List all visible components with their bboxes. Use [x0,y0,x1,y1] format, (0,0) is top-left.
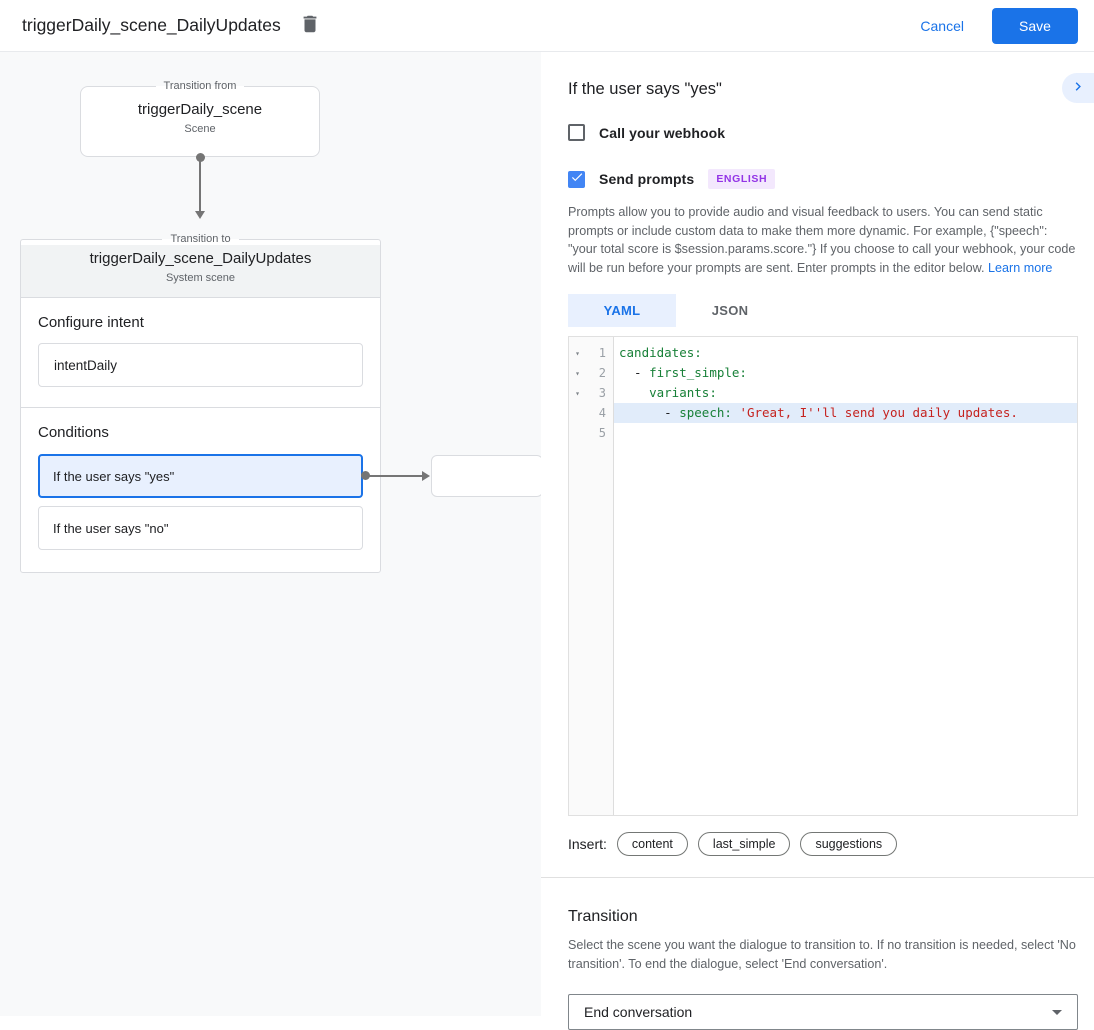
send-prompts-label: Send prompts [599,171,695,187]
section-divider [541,877,1094,878]
arrow-right-icon [422,471,430,481]
intent-value: intentDaily [54,357,118,373]
conditions-heading: Conditions [38,424,109,441]
scene-diagram-canvas[interactable]: Transition from triggerDaily_scene Scene… [0,52,541,1016]
code-line: - first_simple: [614,363,1077,383]
condition-item-label: If the user says "no" [53,520,169,536]
check-icon [570,170,584,189]
chevron-right-icon [1070,78,1087,98]
fold-arrow-icon[interactable]: ▾ [575,348,580,358]
to-scene-type: System scene [165,272,236,284]
configure-intent-heading: Configure intent [38,314,144,331]
prompts-description: Prompts allow you to provide audio and v… [568,203,1078,277]
insert-label: Insert: [568,836,607,852]
from-scene-type: Scene [184,123,216,135]
transition-description: Select the scene you want the dialogue t… [568,938,1076,971]
condition-item-label: If the user says "yes" [53,468,175,484]
code-segment: - [619,405,680,420]
cancel-button[interactable]: Cancel [920,17,964,34]
line-number: 3 [598,386,606,400]
code-segment: - [619,365,650,380]
delete-scene-button[interactable] [299,13,321,38]
condition-title: If the user says "yes" [568,80,722,98]
insert-row: Insert: content last_simple suggestions [568,832,1078,856]
gutter-row: ▾3 [569,383,613,403]
condition-editor-panel: If the user says "yes" Call your webhook… [541,52,1094,1030]
condition-item[interactable]: If the user says "yes" [38,454,363,498]
transition-to-node[interactable]: Transition to triggerDaily_scene_DailyUp… [20,233,381,573]
code-segment [619,385,649,400]
insert-chip-content[interactable]: content [616,832,688,856]
language-badge: ENGLISH [708,169,776,189]
transition-select-value: End conversation [584,1004,693,1020]
arrow-down-icon [195,211,205,219]
transition-heading: Transition [568,908,638,925]
code-segment: speech: [679,405,732,420]
line-number: 1 [598,346,606,360]
connector-dot-top [196,153,205,162]
gutter-row: 4 [569,403,613,423]
code-line: candidates: [614,343,1077,363]
to-scene-name: triggerDaily_scene_DailyUpdates [89,250,312,267]
transition-from-legend: Transition from [163,80,237,92]
line-number: 2 [598,366,606,380]
from-scene-name: triggerDaily_scene [137,101,263,118]
code-line: - speech: 'Great, I''ll send you daily u… [614,403,1077,423]
fold-arrow-icon[interactable]: ▾ [575,368,580,378]
dropdown-caret-icon [1052,1009,1062,1015]
code-line: variants: [614,383,1077,403]
code-line [614,423,1077,443]
conditions-list: If the user says "yes" If the user says "… [38,454,363,550]
transition-select[interactable]: End conversation [568,994,1078,1030]
send-prompts-row: Send prompts ENGLISH [568,169,1078,189]
scene-card-body: Configure intent intentDaily Conditions … [21,314,380,572]
prompts-description-text: Prompts allow you to provide audio and v… [568,205,1076,275]
insert-chip-last_simple[interactable]: last_simple [697,832,791,856]
collapse-panel-button[interactable] [1062,73,1094,103]
connector-line-vertical [199,161,201,211]
gutter-row: 5 [569,423,613,443]
scene-card-header: triggerDaily_scene_DailyUpdates System s… [21,245,380,298]
code-segment: variants: [649,385,717,400]
learn-more-link[interactable]: Learn more [988,260,1053,275]
insert-chip-suggestions[interactable]: suggestions [800,832,898,856]
code-segment: 'Great, I''ll send you daily updates. [739,405,1018,420]
gutter-row: ▾1 [569,343,613,363]
editor-code-area: candidates: - first_simple: variants: - … [614,337,1077,815]
page-title: triggerDaily_scene_DailyUpdates [22,15,281,35]
next-node-stub[interactable] [431,455,541,497]
transition-from-node[interactable]: Transition from triggerDaily_scene Scene [80,80,320,157]
line-number: 4 [598,406,606,420]
code-segment: first_simple: [649,365,747,380]
line-number: 5 [598,426,606,440]
card-divider [21,407,380,408]
transition-to-legend: Transition to [170,233,231,245]
editor-format-tabs: YAML JSON [568,294,1078,327]
trash-icon [299,13,321,38]
fold-arrow-icon[interactable]: ▾ [575,388,580,398]
header-bar: triggerDaily_scene_DailyUpdates Cancel S… [0,0,1094,52]
insert-chips: content last_simple suggestions [616,832,907,856]
webhook-label: Call your webhook [599,124,726,141]
connector-dot-right [361,471,370,480]
webhook-row: Call your webhook [568,124,1078,141]
save-button[interactable]: Save [992,7,1078,44]
tab-yaml[interactable]: YAML [568,294,676,327]
intent-field[interactable]: intentDaily [38,343,363,387]
connector-line-horizontal [369,475,424,477]
code-segment: candidates: [619,345,702,360]
condition-item[interactable]: If the user says "no" [38,506,363,550]
gutter-row: ▾2 [569,363,613,383]
send-prompts-checkbox[interactable] [568,170,585,189]
tab-json[interactable]: JSON [711,303,749,318]
webhook-checkbox[interactable] [568,124,585,141]
